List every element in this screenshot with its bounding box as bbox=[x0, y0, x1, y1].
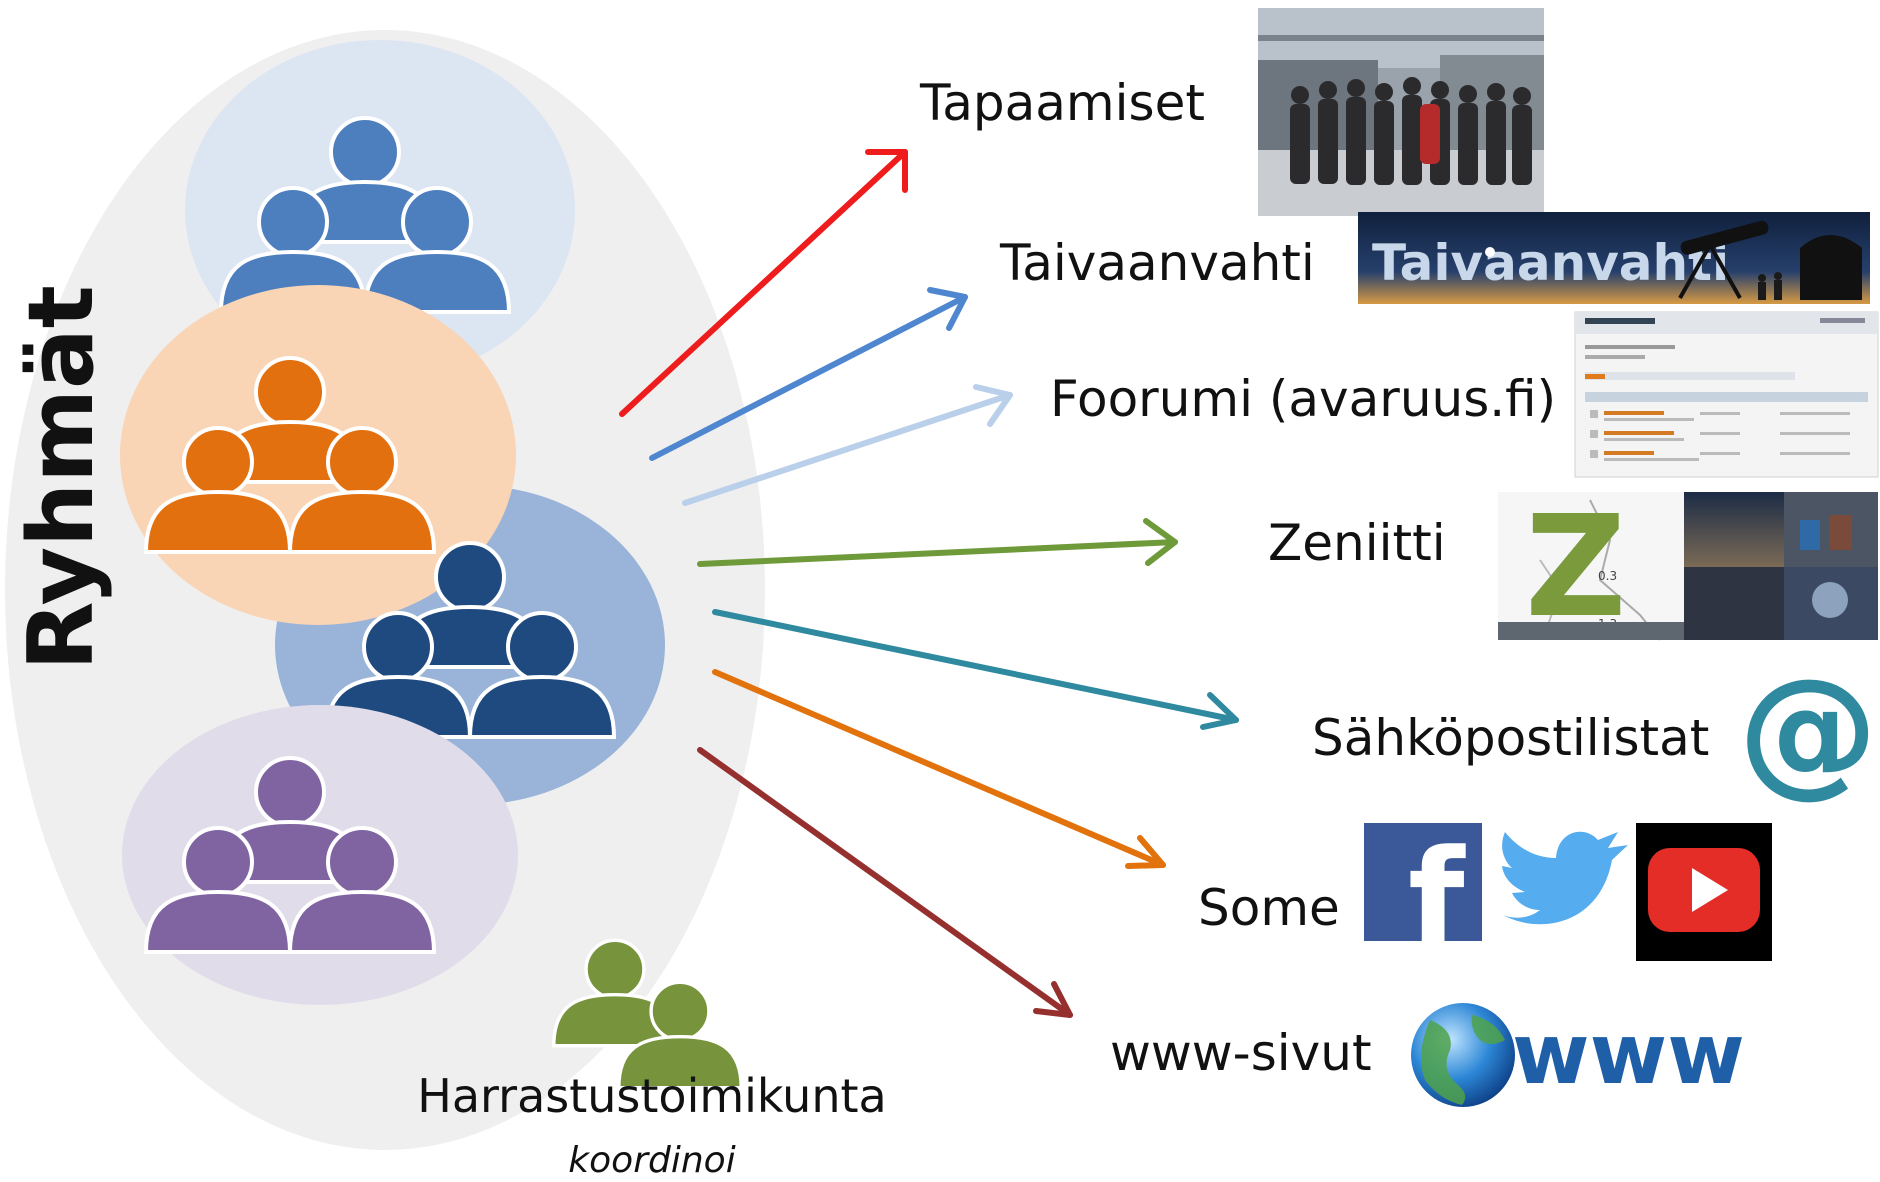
committee-role: koordinoi bbox=[568, 1140, 735, 1181]
arrow-foorumi bbox=[682, 384, 1013, 506]
twitter-icon bbox=[1502, 831, 1628, 925]
group-purple bbox=[122, 705, 518, 1005]
channel-label-taivaanvahti: Taivaanvahti bbox=[999, 234, 1315, 292]
facebook-icon: f bbox=[1364, 821, 1482, 973]
arrow-sahkoposti bbox=[712, 609, 1239, 730]
group-orange bbox=[120, 285, 516, 625]
arrow-taivaanvahti bbox=[649, 287, 968, 461]
channel-label-foorumi: Foorumi (avaruus.fi) bbox=[1050, 370, 1556, 428]
committee-name: Harrastustoimikunta bbox=[417, 1069, 886, 1123]
zeniitti-thumbnail: 0.3 1.3 Z bbox=[1498, 486, 1878, 649]
taivaanvahti-logo-text: Taivaanvahti bbox=[1372, 234, 1729, 292]
arrow-tapaamiset bbox=[619, 149, 908, 417]
youtube-icon bbox=[1636, 823, 1772, 961]
arrow-some bbox=[712, 669, 1166, 869]
channel-label-www: www-sivut bbox=[1110, 1024, 1372, 1082]
group-photo-thumbnail bbox=[1258, 8, 1544, 216]
channel-label-sahkoposti: Sähköpostilistat bbox=[1312, 709, 1709, 767]
channel-label-some: Some bbox=[1198, 879, 1340, 937]
at-sign-icon: @ bbox=[1738, 649, 1878, 812]
taivaanvahti-banner-thumbnail: Taivaanvahti bbox=[1358, 212, 1870, 304]
globe-icon bbox=[1411, 1003, 1515, 1107]
www-logo-text: www bbox=[1512, 1005, 1745, 1103]
facebook-icon-letter: f bbox=[1408, 821, 1466, 973]
channel-label-tapaamiset: Tapaamiset bbox=[919, 74, 1205, 132]
forum-screenshot-thumbnail bbox=[1574, 311, 1879, 478]
svg-text:0.3: 0.3 bbox=[1598, 569, 1617, 583]
groups-title: Ryhmät bbox=[9, 285, 114, 671]
zeniitti-logo-letter: Z bbox=[1525, 486, 1627, 649]
channel-label-zeniitti: Zeniitti bbox=[1268, 514, 1446, 572]
arrow-www bbox=[697, 747, 1073, 1018]
arrow-zeniitti bbox=[697, 518, 1178, 567]
